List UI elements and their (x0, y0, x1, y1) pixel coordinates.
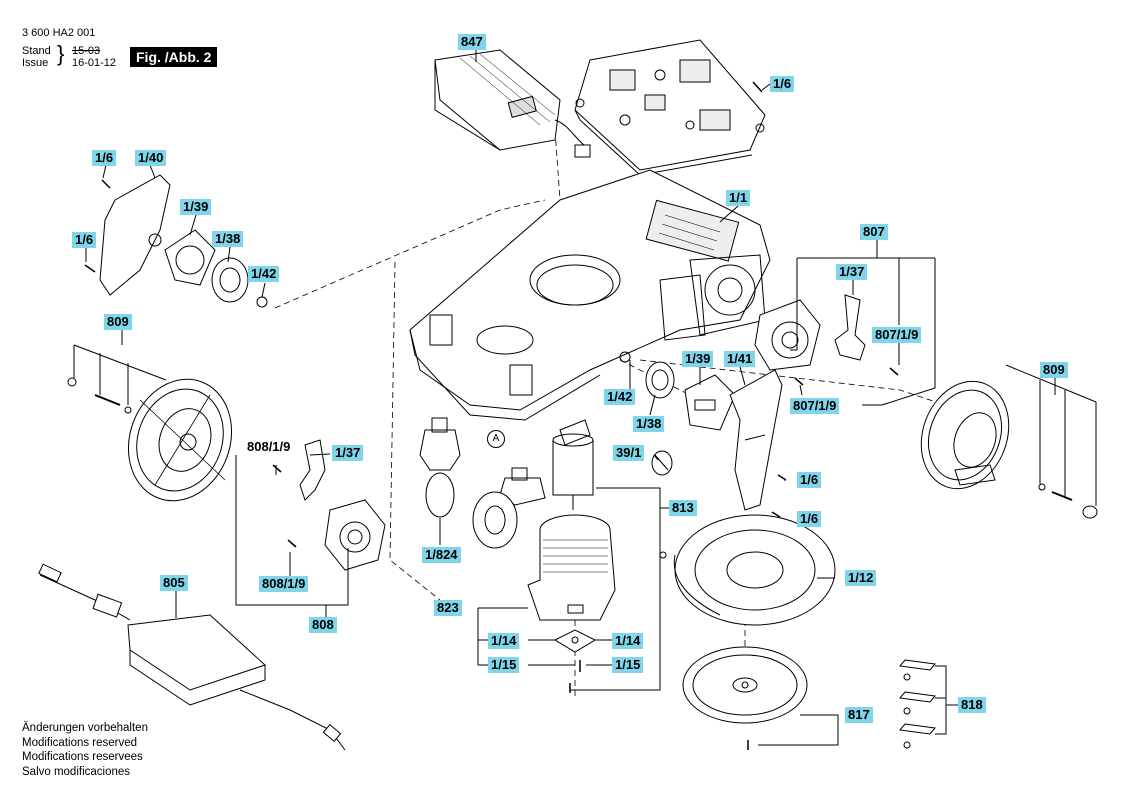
part-label-1-15: 1/15 (488, 657, 520, 673)
left-motor-gearbox (287, 499, 386, 571)
blade-motor (552, 419, 594, 510)
detail-callout-a: A (487, 430, 505, 448)
left-gear-hub (211, 257, 268, 308)
notice-line: Modifications reservees (22, 751, 143, 763)
part-label-847: 847 (458, 34, 486, 50)
left-motor-cover (84, 174, 171, 296)
right-motor-cover (729, 369, 787, 518)
part-label-1-39: 1/39 (682, 351, 714, 367)
right-gear-bracket (684, 374, 736, 431)
part-label-1-14: 1/14 (612, 633, 644, 649)
right-gear-hub (619, 351, 675, 399)
right-wheel-fasteners (1038, 483, 1098, 519)
issue-label: Issue (22, 57, 49, 69)
part-label-1-12: 1/12 (845, 570, 877, 586)
part-label-817: 817 (845, 707, 873, 723)
part-label-818: 818 (958, 697, 986, 713)
brace-icon: } (57, 41, 65, 66)
part-label-807-1-9: 807/1/9 (872, 327, 922, 343)
stand-value: 15-03 (72, 45, 101, 57)
main-chassis (409, 169, 771, 421)
notice-line: Änderungen vorbehalten (22, 722, 148, 734)
left-wheel (127, 378, 233, 502)
front-caster-wheel (425, 472, 455, 518)
document-number: 3 600 HA2 001 (22, 27, 96, 39)
part-label-1-6: 1/6 (92, 150, 117, 166)
issue-value: 16-01-12 (72, 57, 117, 69)
rear-caster (472, 467, 546, 549)
part-label-809: 809 (104, 314, 132, 330)
part-label-1-824: 1/824 (422, 547, 461, 563)
part-label-805: 805 (160, 575, 188, 591)
right-wheel (920, 380, 1010, 490)
part-label-1-6: 1/6 (797, 511, 822, 527)
part-label-1-6: 1/6 (797, 472, 822, 488)
stand-label: Stand (22, 45, 51, 57)
part-label-1-40: 1/40 (135, 150, 167, 166)
screw (752, 81, 763, 93)
height-adjust-knob (651, 450, 673, 476)
part-label-1-37: 1/37 (836, 264, 868, 280)
part-label-39-1: 39/1 (613, 445, 645, 461)
part-label-1-41: 1/41 (724, 351, 756, 367)
modifications-notice: Änderungen vorbehalten Modifications res… (22, 721, 148, 779)
part-label-813: 813 (669, 500, 697, 516)
part-label-1-38: 1/38 (633, 416, 665, 432)
part-label-809: 809 (1040, 362, 1068, 378)
part-label-1-1: 1/1 (726, 190, 751, 206)
right-height-actuator (794, 294, 899, 386)
part-label-1-6: 1/6 (770, 76, 795, 92)
motor-housing (527, 514, 616, 621)
cutting-blades (899, 659, 936, 749)
part-label-808: 808 (309, 617, 337, 633)
part-label-1-42: 1/42 (248, 266, 280, 282)
part-label-807-1-9: 807/1/9 (790, 398, 840, 414)
figure-label: Fig. /Abb. 2 (130, 47, 218, 67)
front-caster-fork (419, 417, 461, 471)
part-label-1-42: 1/42 (604, 389, 636, 405)
part-label-808-1-9: 808/1/9 (247, 439, 291, 454)
blade-hub-plate (553, 629, 597, 693)
part-label-1-6: 1/6 (72, 232, 97, 248)
part-label-808-1-9: 808/1/9 (259, 576, 309, 592)
right-motor-gearbox (754, 299, 821, 371)
notice-line: Modifications reserved (22, 736, 138, 749)
left-wheel-fasteners (67, 377, 132, 414)
part-label-823: 823 (434, 600, 462, 616)
part-label-1-38: 1/38 (212, 231, 244, 247)
blade-guard (659, 514, 836, 626)
battery-pack (434, 49, 591, 158)
part-label-1-15: 1/15 (612, 657, 644, 673)
part-label-807: 807 (860, 224, 888, 240)
notice-line: Salvo modificaciones (22, 765, 131, 778)
part-label-1-39: 1/39 (180, 199, 212, 215)
charger-power-supply (38, 563, 346, 751)
part-label-1-14: 1/14 (488, 633, 520, 649)
control-board (574, 39, 766, 176)
blade-disc (682, 646, 808, 750)
part-label-1-37: 1/37 (332, 445, 364, 461)
